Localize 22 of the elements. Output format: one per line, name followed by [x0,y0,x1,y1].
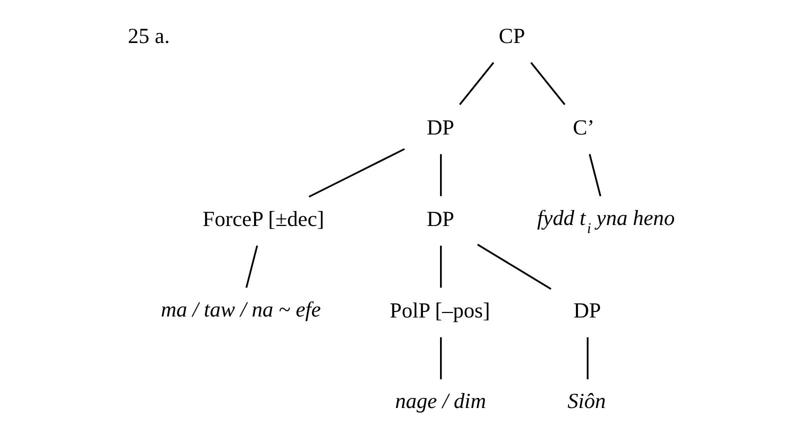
connector [440,337,442,380]
node-text: ForceP [±dec] [202,207,324,232]
node-text: C’ [572,116,594,140]
node-text: PolP [–pos] [389,298,490,323]
connector [530,62,565,106]
node-text: nage / dim [394,388,486,413]
label: 25 a. [127,24,170,48]
node-text: Siôn [566,388,606,413]
node-text: ma / taw / na ~ efe [160,297,320,322]
connector [458,62,494,106]
connector [440,246,442,288]
node-text: DP [426,207,454,232]
connector [245,245,258,288]
connector [586,337,588,380]
node-text: DP [426,116,454,140]
connector [308,148,404,198]
node-text: fydd t$_{i}$ yna heno [536,206,674,237]
connector [476,244,551,290]
node-text: CP [498,24,525,48]
connector [588,154,601,196]
node-text: DP [573,298,601,323]
connector [440,154,442,196]
